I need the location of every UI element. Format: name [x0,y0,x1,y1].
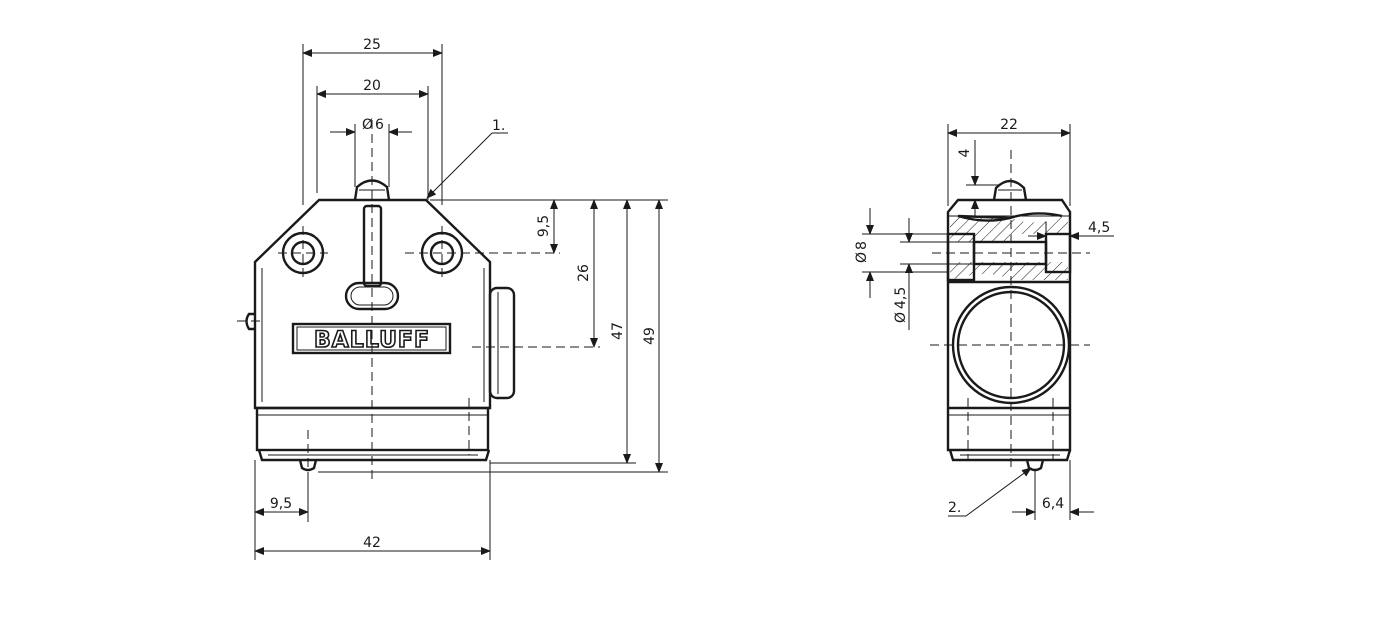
section-hatch-left [950,217,1068,242]
svg-text:4: 4 [957,148,973,157]
svg-text:2.: 2. [948,500,961,516]
side-bottom-pin [1025,459,1045,472]
side-nub [245,312,255,331]
section-hatch-bottom [950,262,1068,280]
dim-height-total: 49 [642,199,663,473]
svg-text:42: 42 [363,535,381,551]
svg-text:26: 26 [576,264,592,282]
svg-text:47: 47 [610,322,626,340]
section-wave [957,212,1063,222]
dim-hole-diameter: Ø 4,5 [893,218,974,330]
housing-outline [253,198,492,410]
side-plunger [992,179,1028,201]
svg-text:Ø: Ø [893,312,909,323]
dim-hole-depth: 4,5 [1028,220,1114,240]
svg-text:6: 6 [375,117,384,133]
svg-text:22: 22 [1000,117,1018,133]
svg-text:49: 49 [642,327,658,345]
dim-plunger-height: 4 [957,140,1000,216]
dim-top-to-holes: 9,5 [536,199,558,254]
front-view: BALLUFF 25 20 Ø [237,37,668,560]
side-base-foot [948,449,1072,462]
base-foot [257,449,491,462]
side-actuator [488,286,516,400]
svg-text:9,5: 9,5 [270,496,292,512]
callout-2: 2. [948,467,1032,517]
dim-width-top: 25 [302,37,443,205]
svg-text:6,4: 6,4 [1042,496,1064,512]
svg-text:4,5: 4,5 [1088,220,1110,236]
svg-text:25: 25 [363,37,381,53]
svg-text:4,5: 4,5 [893,287,909,309]
dim-height-body: 47 [610,199,631,464]
svg-text:20: 20 [363,78,381,94]
callout-1: 1. [426,118,508,199]
side-view: 22 4 Ø 8 Ø 4,5 [854,117,1114,520]
mounting-hole-left-outer [281,231,325,275]
dim-side-bottom-offset: 6,4 [1012,460,1094,520]
svg-text:9,5: 9,5 [536,215,552,237]
section-wave-top [957,214,1011,220]
svg-text:Ø: Ø [854,252,870,263]
dim-plunger-span: 20 [316,78,429,200]
dim-bottom-offset: 9,5 [254,496,309,516]
bottom-pin [298,459,318,472]
svg-text:8: 8 [854,241,870,250]
svg-text:1.: 1. [492,118,505,134]
dim-width-total: 42 [254,535,491,555]
dim-plunger-diameter: Ø 6 [330,117,412,187]
dim-side-width: 22 [947,117,1071,206]
dim-top-to-center: 26 [576,199,598,348]
svg-text:Ø: Ø [362,117,373,133]
